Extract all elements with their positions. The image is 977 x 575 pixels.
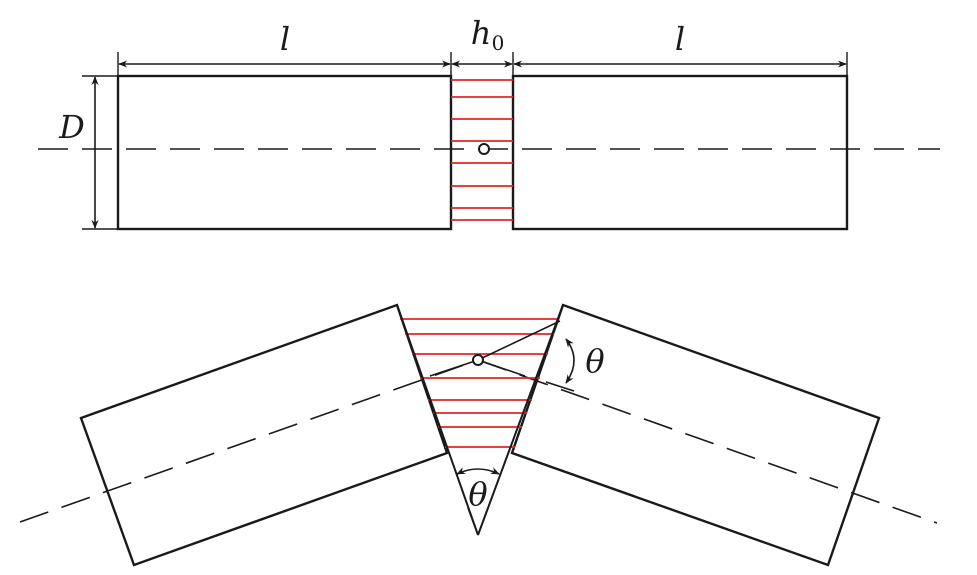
straight-configuration: l l h 0 D [38, 14, 940, 231]
label-angle-right: θ [585, 342, 604, 380]
label-gap-h: h [471, 14, 492, 52]
reference-line-right [545, 381, 575, 392]
bent-configuration: θ θ [19, 303, 938, 567]
wedge-flank-left [396, 304, 479, 536]
label-angle-bottom: θ [468, 475, 487, 513]
tangent-line [477, 320, 561, 361]
right-block [511, 74, 849, 231]
wedge-tip-left [467, 507, 479, 536]
angle-arc-bottom [456, 467, 500, 475]
pivot-point-top [478, 143, 490, 155]
label-length-left: l [280, 20, 290, 58]
right-block-rotated [510, 303, 881, 567]
left-block [116, 74, 453, 231]
pivot-ray-left [429, 359, 479, 377]
centerline-right [477, 359, 938, 524]
wedge-tip-right [477, 507, 489, 536]
label-length-right: l [675, 20, 685, 58]
centerline-left [19, 359, 479, 523]
label-diameter: D [58, 108, 85, 146]
interface-springs-bottom [400, 318, 558, 448]
pivot-point-bottom [472, 354, 484, 366]
pivot-ray-right [477, 359, 526, 377]
interface-springs-top [451, 79, 513, 221]
label-gap-subscript: 0 [492, 31, 505, 55]
wedge-flank-right [477, 304, 564, 536]
angle-arc-right [565, 338, 575, 384]
left-block-rotated [79, 303, 449, 567]
